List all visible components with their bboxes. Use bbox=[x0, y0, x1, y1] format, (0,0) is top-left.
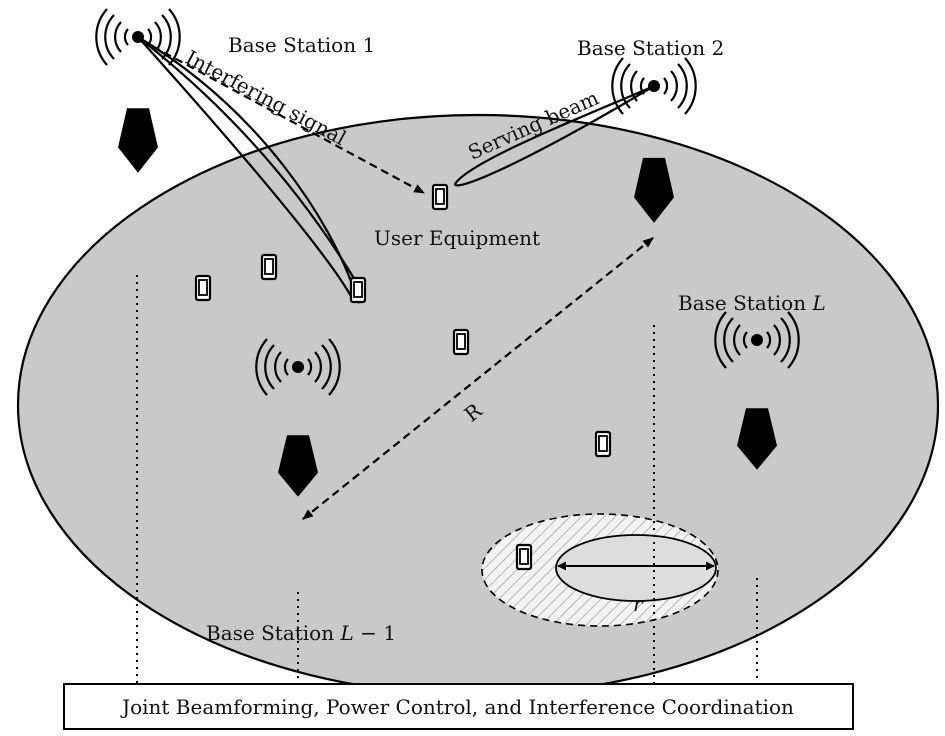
base-station-2-antenna-icon bbox=[648, 80, 660, 92]
user-equipment-label: User Equipment bbox=[374, 226, 540, 250]
phone-icon bbox=[452, 328, 470, 356]
distance-R-arrow bbox=[302, 237, 654, 520]
drop-lines bbox=[136, 275, 758, 684]
base-station-1-label: Base Station 1 bbox=[228, 33, 375, 57]
base-station-2-label: Base Station 2 bbox=[577, 36, 724, 60]
phone-icon bbox=[260, 253, 278, 281]
base-station-L-antenna-icon bbox=[751, 334, 763, 346]
base-station-L-1-label: Base Station L − 1 bbox=[206, 621, 396, 645]
phone-icon bbox=[349, 276, 367, 304]
user-equipment-phone-icon bbox=[431, 183, 449, 211]
base-station-1-antenna-icon bbox=[132, 31, 144, 43]
phone-icon bbox=[594, 430, 612, 458]
interfering-signal-arrow bbox=[140, 39, 425, 194]
base-station-L1-antenna-icon bbox=[292, 361, 304, 373]
base-station-L-label: Base Station L bbox=[678, 291, 826, 315]
phone-icon bbox=[515, 543, 533, 571]
controller-label: Joint Beamforming, Power Control, and In… bbox=[120, 695, 794, 719]
serving-beam-lobe bbox=[453, 84, 655, 187]
distance-r-label: r bbox=[633, 592, 644, 616]
controller-box bbox=[63, 683, 854, 730]
cell-coverage-area bbox=[16, 113, 940, 697]
phone-icon bbox=[194, 274, 212, 302]
